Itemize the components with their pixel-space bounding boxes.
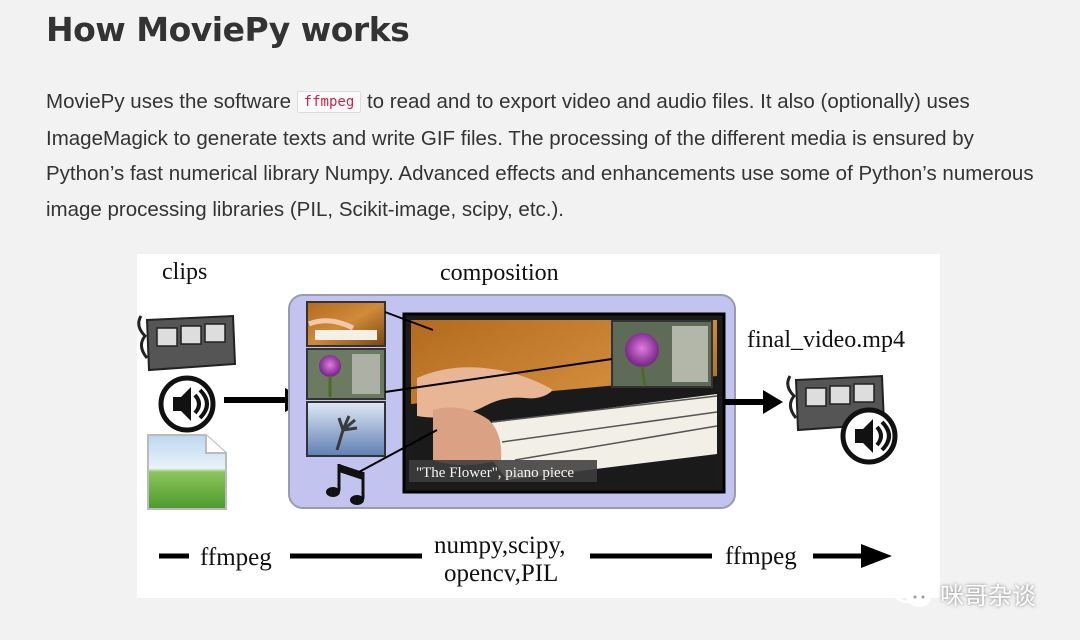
paragraph-text-before: MoviePy uses the software	[46, 90, 297, 113]
image-file-icon	[147, 434, 227, 510]
inset-flower	[611, 320, 713, 388]
pipeline-ffmpeg-write: ffmpeg	[725, 543, 797, 570]
film-reel-icon	[137, 314, 237, 372]
watermark-text: 咪哥杂谈	[940, 583, 1036, 610]
paragraph-text-after: to read and to export video and audio fi…	[46, 90, 1034, 221]
pipeline-arrowhead	[861, 544, 892, 568]
connector-flower	[384, 358, 613, 393]
music-note-icon	[326, 464, 365, 505]
intro-paragraph: MoviePy uses the software ffmpeg to read…	[46, 84, 1036, 227]
section-heading: How MoviePy works	[46, 10, 410, 49]
connector-piano	[384, 311, 434, 331]
output-filename-label: final_video.mp4	[747, 327, 905, 353]
pipeline-libraries-line1: numpy,scipy,	[434, 532, 565, 559]
wechat-icon	[892, 578, 931, 607]
pipeline-ffmpeg-read: ffmpeg	[200, 544, 272, 571]
output-audio-speaker-icon	[840, 407, 898, 465]
connector-audio	[358, 429, 438, 473]
watermark: 咪哥杂谈	[892, 576, 1036, 611]
clips-label: clips	[162, 259, 207, 285]
diagram-svg: clips composition final_video.mp4	[137, 259, 905, 587]
composition-label: composition	[440, 260, 559, 286]
audio-speaker-icon	[158, 375, 216, 433]
output-arrow	[724, 390, 783, 414]
caption-background	[409, 460, 597, 482]
thumbnail-piano	[306, 301, 386, 347]
thumbnail-flower	[306, 348, 386, 400]
moviepy-diagram: clips composition final_video.mp4	[137, 254, 940, 598]
video-caption: "The Flower", piano piece	[416, 465, 574, 481]
pipeline-libraries-line2: opencv,PIL	[444, 560, 558, 587]
ffmpeg-code: ffmpeg	[296, 91, 362, 113]
thumbnail-sky-hand	[306, 401, 386, 457]
